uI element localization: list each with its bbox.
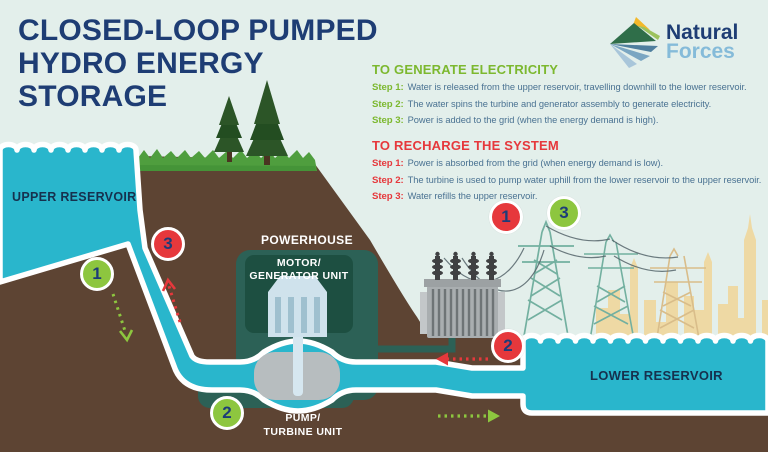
- recharge-step-3: Step 3:Water refills the upper reservoir…: [372, 191, 538, 202]
- lower-reservoir-label: LOWER RESERVOIR: [590, 368, 723, 383]
- brand-word-natural: Natural: [666, 20, 739, 44]
- marker-recharge-1: 1: [489, 200, 523, 234]
- generate-step-1: Step 1:Water is released from the upper …: [372, 82, 747, 93]
- marker-generate-2: 2: [210, 396, 244, 430]
- flow-arrow-generate-down: [111, 293, 134, 343]
- brand-word-forces: Forces: [666, 40, 735, 63]
- recharge-step-1: Step 1:Power is absorbed from the grid (…: [372, 158, 664, 169]
- transmission-tower-3: [650, 247, 706, 345]
- marker-generate-1: 1: [80, 257, 114, 291]
- recharge-step-2: Step 2:The turbine is used to pump water…: [372, 174, 762, 186]
- recharge-steps: Step 1:Power is absorbed from the grid (…: [372, 158, 761, 202]
- flow-arrow-generate-right: [438, 409, 500, 423]
- brand-logo-icon: [610, 17, 660, 68]
- transmission-tower-2: [584, 233, 638, 341]
- generate-step-3: Step 3:Power is added to the grid (when …: [372, 115, 659, 126]
- generate-step-2: Step 2:The water spins the turbine and g…: [372, 98, 712, 110]
- city-skyline: [596, 214, 768, 336]
- flow-arrow-recharge-up: [161, 277, 182, 323]
- transmission-tower-1: [518, 219, 574, 337]
- powerhouse-label: POWERHOUSE: [260, 233, 353, 247]
- grass-shade: [140, 165, 316, 171]
- page-title-line1: CLOSED-LOOP PUMPED: [18, 14, 378, 47]
- motor-generator-label: MOTOR/ GENERATOR UNIT: [249, 257, 349, 283]
- generate-steps: Step 1:Water is released from the upper …: [372, 82, 747, 126]
- marker-recharge-2: 2: [491, 329, 525, 363]
- marker-generate-3: 3: [547, 196, 581, 230]
- brand-logo: Natural Forces: [608, 14, 764, 70]
- recharge-heading: TO RECHARGE THE SYSTEM: [372, 138, 559, 153]
- page-title: CLOSED-LOOP PUMPED HYDRO ENERGY STORAGE: [18, 14, 398, 113]
- page-title-line2: HYDRO ENERGY STORAGE: [18, 47, 264, 113]
- flow-arrow-recharge-left: [436, 352, 488, 366]
- upper-reservoir-label: UPPER RESERVOIR: [12, 190, 137, 204]
- generator-unit: [268, 276, 327, 337]
- pump-turbine-label: PUMP/ TURBINE UNIT: [263, 412, 343, 438]
- pine-trees: [214, 80, 288, 165]
- generate-heading: TO GENERATE ELECTRICITY: [372, 62, 559, 77]
- brand-logo-text: Natural Forces: [666, 20, 739, 63]
- transformer: [420, 251, 505, 338]
- marker-recharge-3: 3: [151, 227, 185, 261]
- transformer-bushings: [432, 251, 497, 280]
